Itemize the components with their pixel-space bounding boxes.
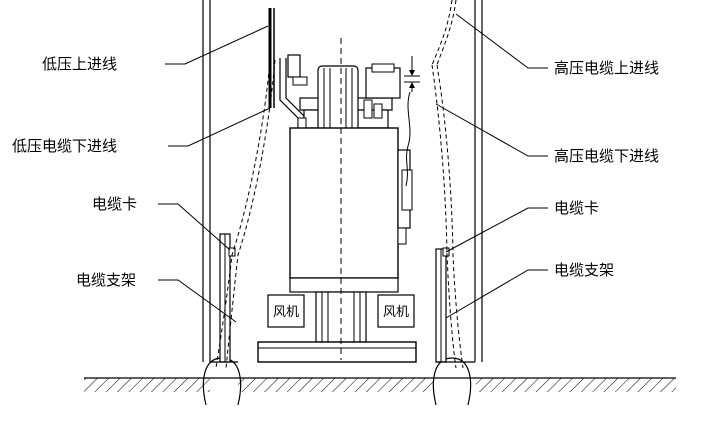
cable-clamp-left-shape — [228, 247, 236, 257]
floor — [84, 377, 676, 392]
cable-trench-right — [432, 357, 472, 406]
label-high-voltage-cable-bottom-inlet: 高压电缆下进线 — [554, 147, 659, 165]
fan-left: 风机 — [267, 294, 305, 328]
enclosure-walls — [202, 0, 483, 362]
fan-right: 风机 — [377, 294, 415, 328]
leader-lines — [158, 13, 548, 323]
cable-bracket-left-shape — [210, 233, 238, 363]
label-low-voltage-top-inlet: 低压上进线 — [42, 55, 117, 73]
transformer — [257, 63, 417, 363]
cable-bracket-right-shape — [435, 248, 475, 363]
label-cable-clamp-left: 电缆卡 — [92, 195, 137, 213]
label-cable-bracket-right: 电缆支架 — [554, 261, 614, 279]
high-voltage-cable-top-right — [431, 0, 457, 66]
label-high-voltage-cable-top-inlet: 高压电缆上进线 — [554, 59, 659, 77]
fan-left-label: 风机 — [273, 305, 299, 320]
high-voltage-dimension-mark — [404, 56, 420, 187]
label-cable-clamp-right: 电缆卡 — [554, 199, 599, 217]
label-low-voltage-cable-bottom-inlet: 低压电缆下进线 — [12, 137, 117, 155]
fan-right-label: 风机 — [383, 305, 409, 320]
low-voltage-cable-bottom-left — [215, 59, 276, 369]
label-cable-bracket-left: 电缆支架 — [76, 271, 136, 289]
